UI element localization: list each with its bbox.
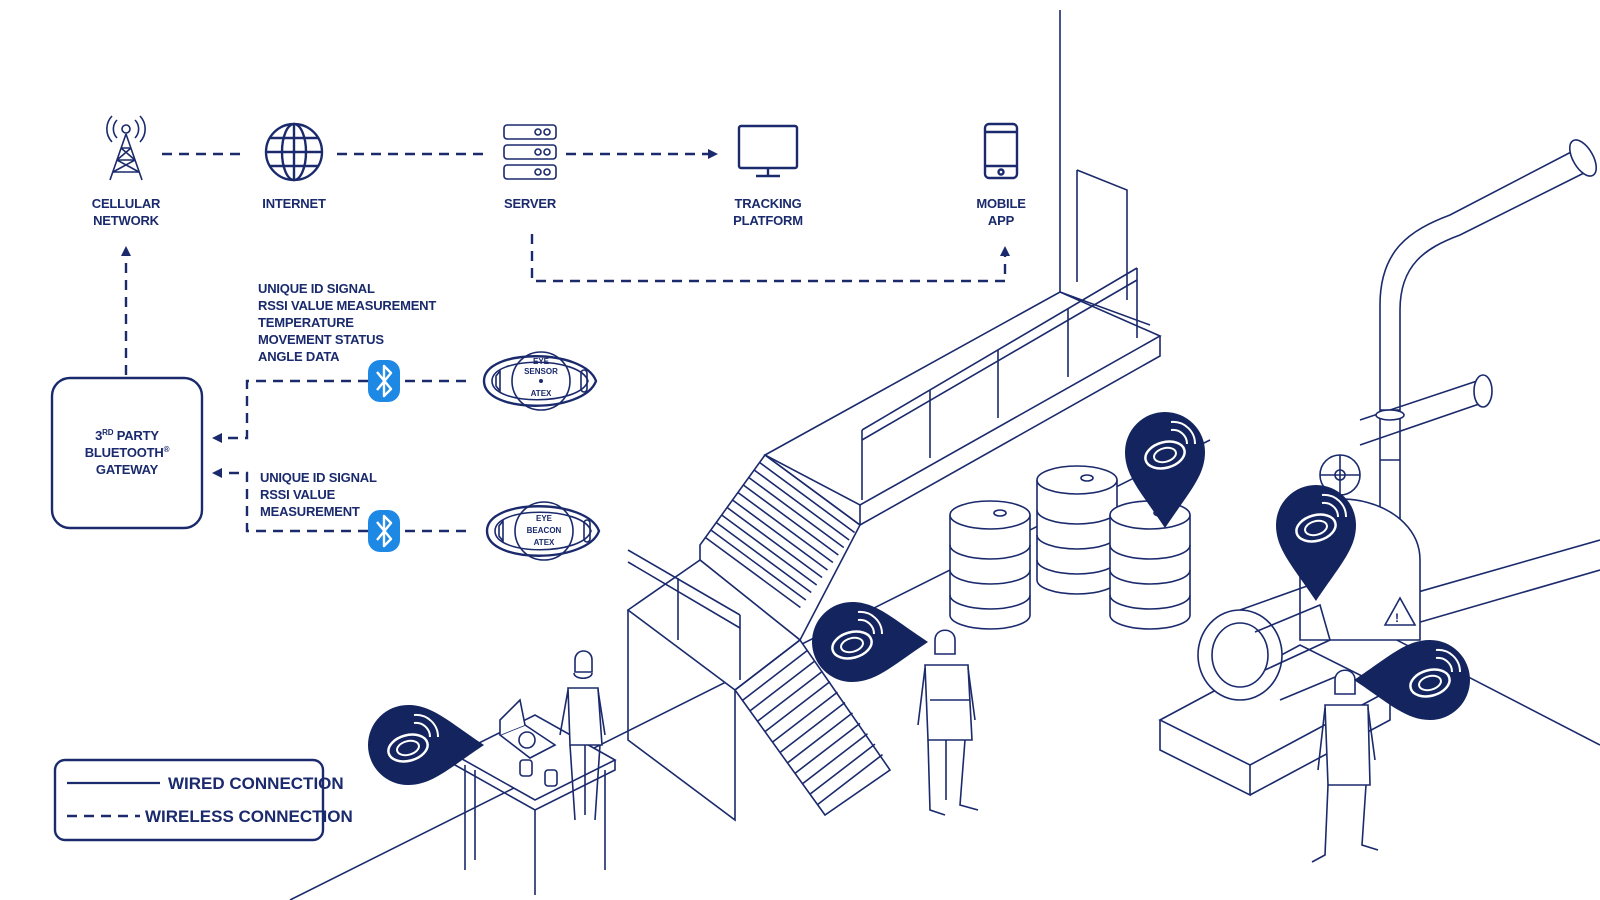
eye-beacon-device: EYE BEACON ATEX [485, 501, 601, 561]
location-pin-icon [812, 602, 928, 682]
tracking-label-1: TRACKING [734, 196, 801, 211]
gateway-label-2: BLUETOOTH® [85, 445, 170, 460]
server-icon [503, 124, 557, 180]
beacon-label-1: UNIQUE ID SIGNAL [260, 470, 377, 485]
device-label-eye: EYE [536, 514, 553, 523]
gateway-label-1: 3RD PARTY [95, 428, 159, 443]
sensor-label-1: UNIQUE ID SIGNAL [258, 281, 375, 296]
device-label-atex: ATEX [534, 538, 555, 547]
arrow-head-icon [1000, 246, 1010, 256]
mobile-label-1: MOBILE [976, 196, 1026, 211]
arrow-head-icon [212, 468, 222, 478]
gateway-label-3: GATEWAY [96, 462, 159, 477]
cellular-label-2: NETWORK [93, 213, 160, 228]
device-label-eye: EYE [533, 357, 550, 366]
arrow-head-icon [121, 246, 131, 256]
legend: WIRED CONNECTION WIRELESS CONNECTION [53, 758, 353, 842]
mobile-label-2: APP [988, 213, 1015, 228]
sensor-label-5: ANGLE DATA [258, 349, 340, 364]
sensor-label-2: RSSI VALUE MEASUREMENT [258, 298, 436, 313]
sensor-label-3: TEMPERATURE [258, 315, 354, 330]
link-sensor-gateway [220, 379, 368, 440]
monitor-icon [737, 124, 799, 178]
bluetooth-icon [368, 360, 400, 402]
eye-sensor-device: EYE SENSOR ATEX [482, 351, 598, 411]
link-beacon-gateway [220, 471, 368, 533]
facility-illustration: ! [289, 10, 1600, 900]
arrow-head-icon [212, 433, 222, 443]
arrow-head-icon [708, 149, 718, 159]
device-label-beacon: BEACON [527, 526, 562, 535]
location-pin-icon [1125, 412, 1205, 528]
tracking-label-2: PLATFORM [733, 213, 803, 228]
bluetooth-icon [368, 510, 400, 552]
gateway-box [50, 376, 204, 530]
server-label: SERVER [504, 196, 557, 211]
internet-label: INTERNET [262, 196, 326, 211]
link-server-mobile [530, 234, 1007, 283]
cellular-label-1: CELLULAR [92, 196, 161, 211]
legend-wireless: WIRELESS CONNECTION [145, 807, 353, 826]
device-label-sensor: SENSOR [524, 367, 558, 376]
location-pin-icon [368, 705, 484, 785]
cell-tower-icon [106, 115, 146, 181]
sensor-label-4: MOVEMENT STATUS [258, 332, 384, 347]
smartphone-icon [983, 122, 1019, 180]
device-label-atex: ATEX [531, 389, 552, 398]
location-pin-icon [1276, 485, 1356, 601]
location-pin-icon [1354, 640, 1470, 720]
beacon-label-2: RSSI VALUE [260, 487, 336, 502]
beacon-label-3: MEASUREMENT [260, 504, 360, 519]
legend-wired: WIRED CONNECTION [168, 774, 344, 793]
globe-icon [264, 122, 324, 182]
svg-text:!: ! [1395, 611, 1399, 625]
